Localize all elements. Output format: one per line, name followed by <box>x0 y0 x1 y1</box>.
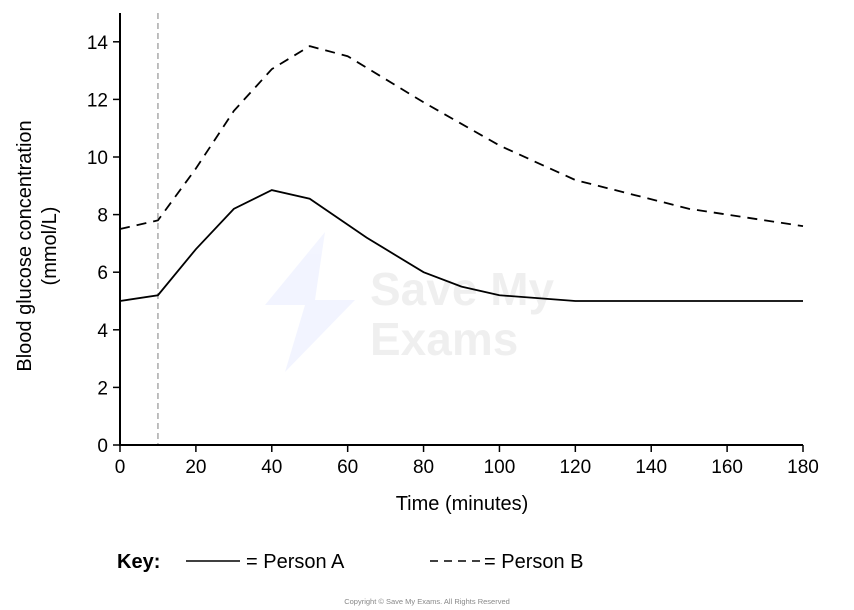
series-line-person-b <box>119 45 804 230</box>
y-axis-label-line2: (mmol/L) <box>39 207 61 286</box>
x-tick-label: 160 <box>711 457 743 478</box>
y-tick-label: 0 <box>97 436 108 457</box>
y-axis-label-line1: Blood glucose concentration <box>14 120 36 371</box>
y-tick-label: 8 <box>97 206 108 227</box>
x-tick-label: 80 <box>413 457 434 478</box>
x-tick-label: 40 <box>261 457 282 478</box>
x-tick-label: 100 <box>484 457 516 478</box>
legend-label-person-b: = Person B <box>484 551 584 573</box>
y-tick-label: 10 <box>87 148 108 169</box>
x-tick-label: 180 <box>787 457 819 478</box>
y-tick-label: 14 <box>87 33 109 54</box>
y-tick-label: 2 <box>97 378 108 399</box>
svg-text:Exams: Exams <box>370 313 518 365</box>
legend-label-person-a: = Person A <box>246 551 345 573</box>
series-line-person-a <box>119 189 803 302</box>
y-tick-label: 6 <box>97 263 108 284</box>
svg-text:Save My: Save My <box>370 263 555 315</box>
x-tick-label: 60 <box>337 457 358 478</box>
copyright: Copyright © Save My Exams. All Rights Re… <box>344 597 510 606</box>
legend-title: Key: <box>117 551 160 573</box>
x-tick-label: 0 <box>115 457 126 478</box>
y-tick-label: 4 <box>97 321 108 342</box>
legend: Key: = Person A = Person B <box>117 551 584 573</box>
x-tick-label: 20 <box>185 457 206 478</box>
y-tick-label: 12 <box>87 90 108 111</box>
x-axis-label: Time (minutes) <box>396 493 529 515</box>
watermark: Save My Exams <box>265 232 555 372</box>
x-tick-label: 120 <box>559 457 591 478</box>
x-tick-label: 140 <box>635 457 667 478</box>
